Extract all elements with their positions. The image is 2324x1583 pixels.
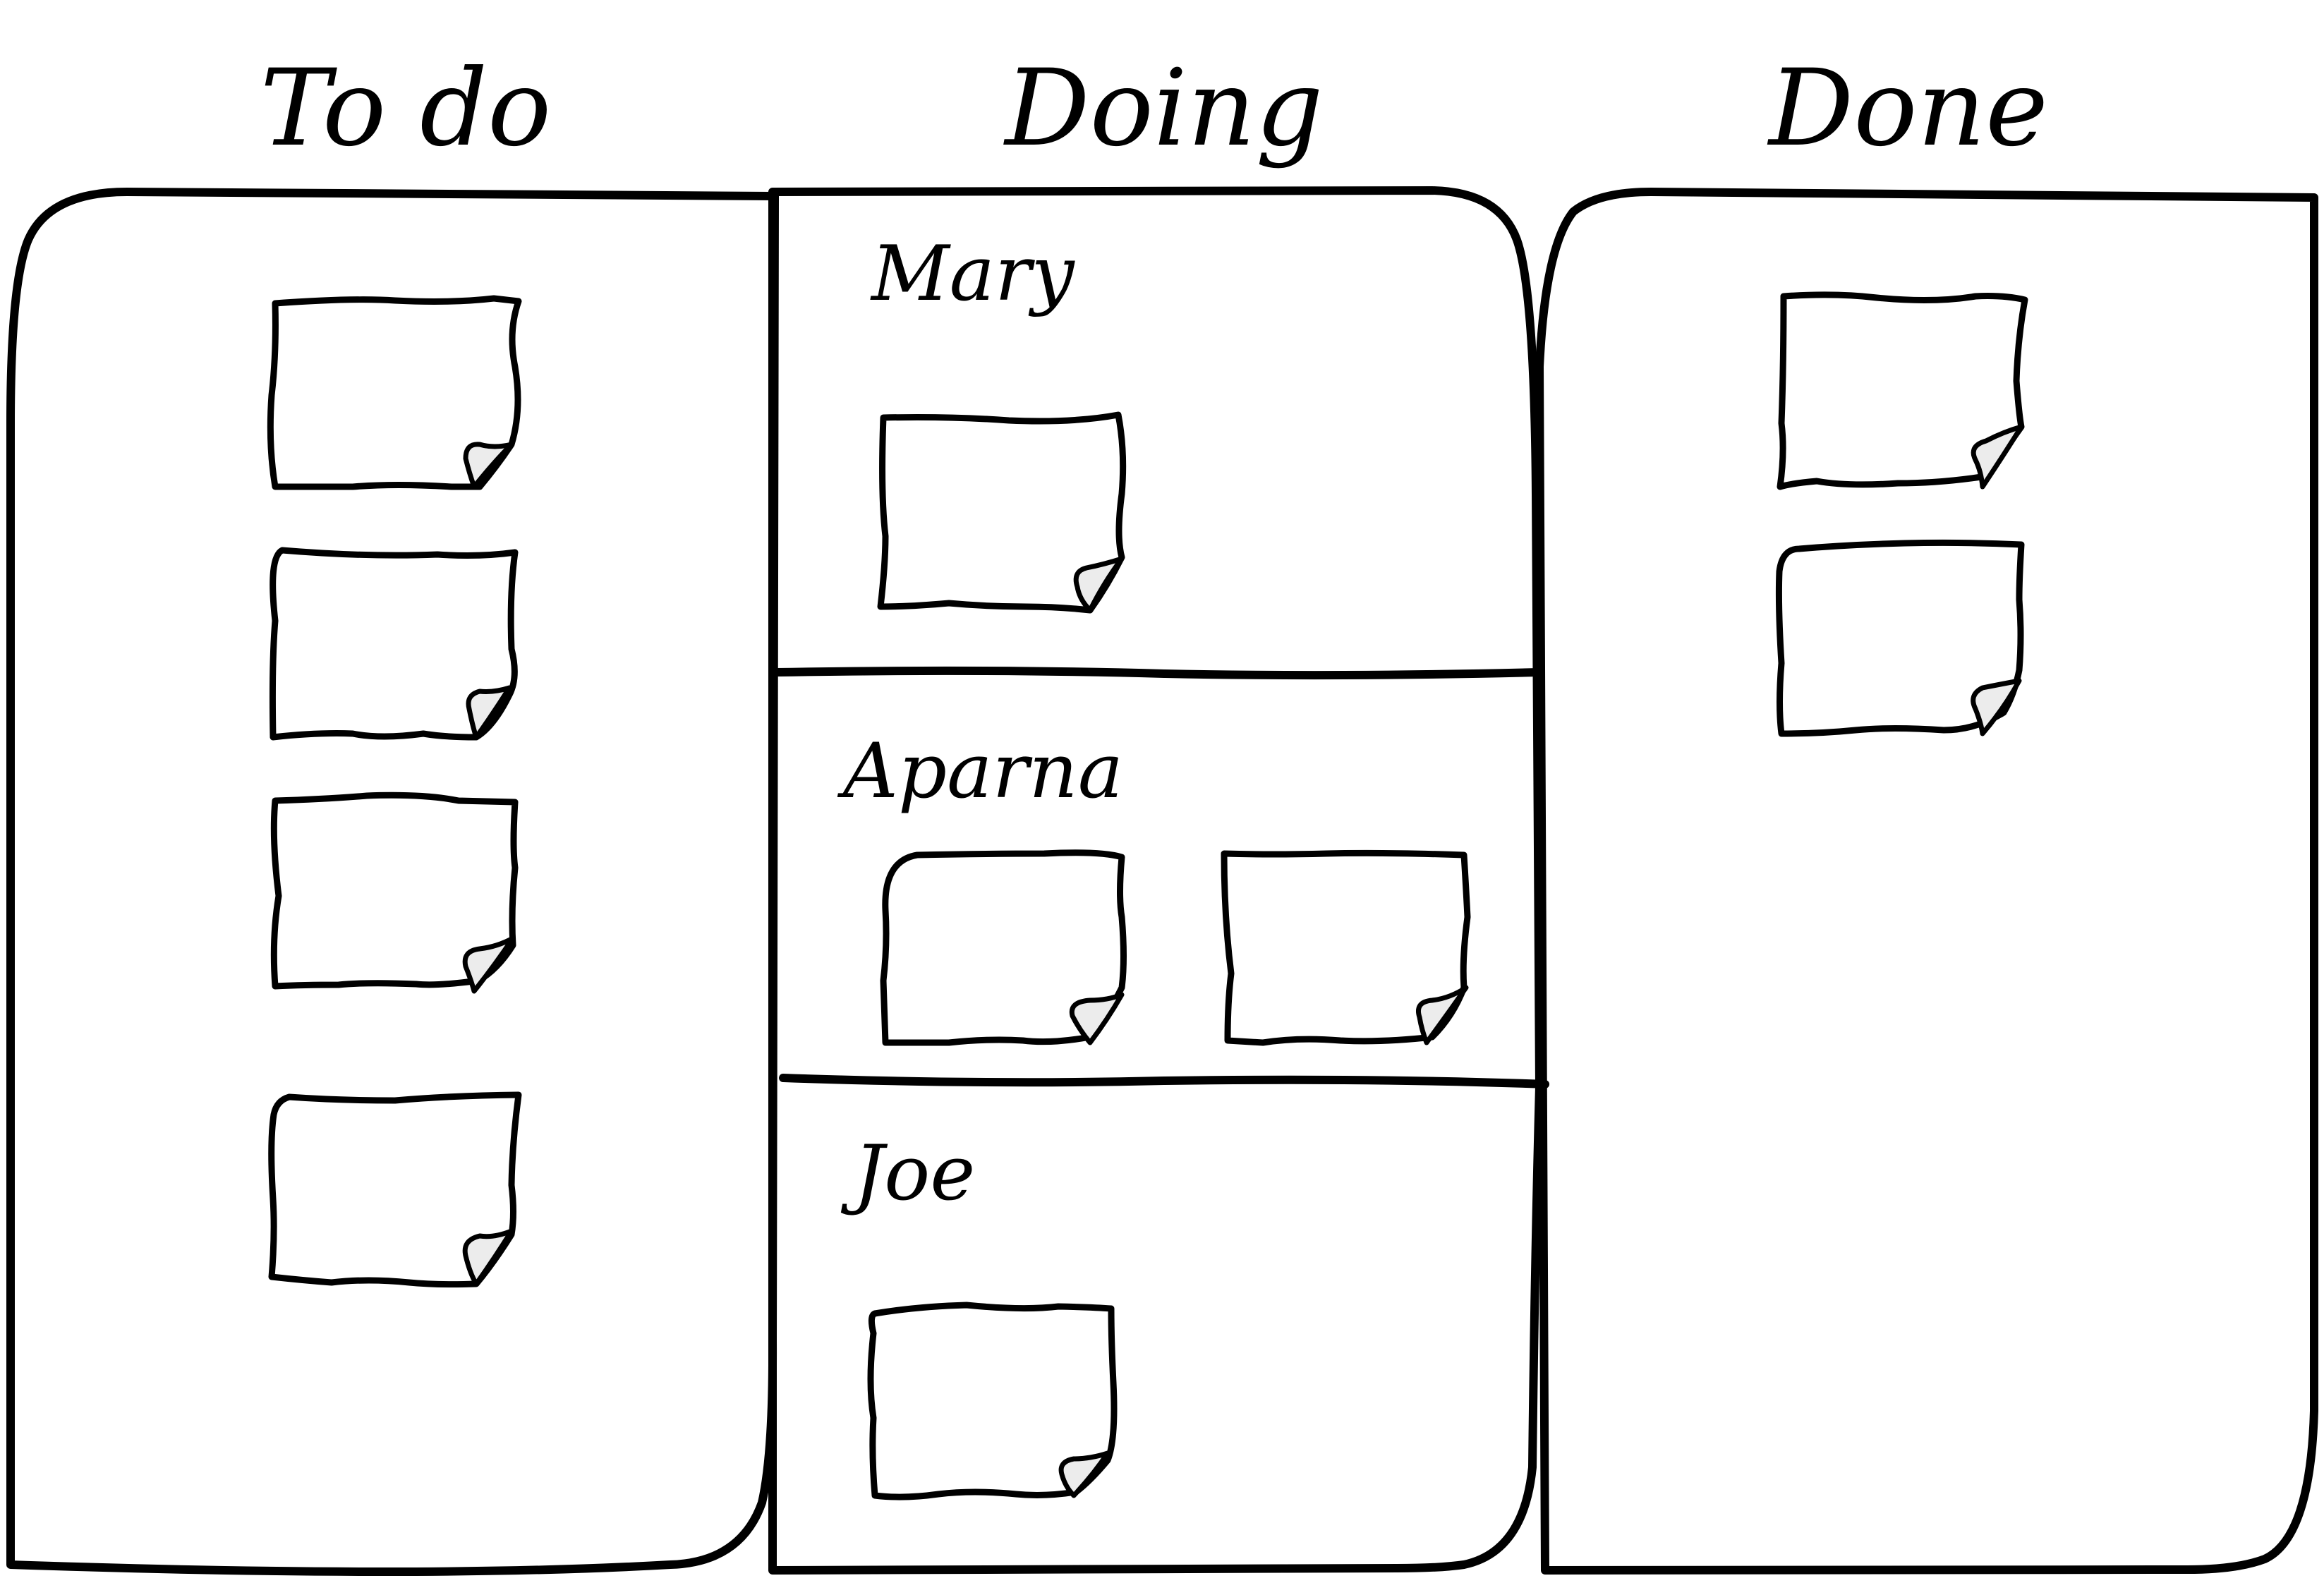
column-title-done: Done [1767, 47, 2048, 170]
done-card-2[interactable] [1775, 539, 2025, 737]
swimlane-divider-1 [772, 666, 1542, 680]
swimlane-title-aparna: Aparna [837, 727, 1123, 815]
todo-card-2[interactable] [269, 547, 519, 741]
aparna-card-1[interactable] [880, 849, 1127, 1046]
column-title-todo: To do [260, 47, 552, 170]
mary-card-1[interactable] [877, 411, 1127, 614]
todo-card-3[interactable] [270, 792, 519, 994]
swimlane-title-joe: Joe [840, 1129, 975, 1218]
aparna-card-2[interactable] [1221, 849, 1471, 1046]
done-card-1[interactable] [1777, 291, 2028, 490]
swimlane-divider-2 [779, 1074, 1549, 1088]
doing-column [768, 186, 1544, 1575]
todo-card-1[interactable] [267, 295, 522, 490]
done-column [1535, 188, 2318, 1575]
joe-card-1[interactable] [867, 1302, 1118, 1500]
todo-column [6, 188, 779, 1576]
todo-card-4[interactable] [268, 1091, 522, 1288]
column-title-doing: Doing [1003, 47, 1323, 170]
swimlane-title-mary: Mary [870, 230, 1076, 318]
